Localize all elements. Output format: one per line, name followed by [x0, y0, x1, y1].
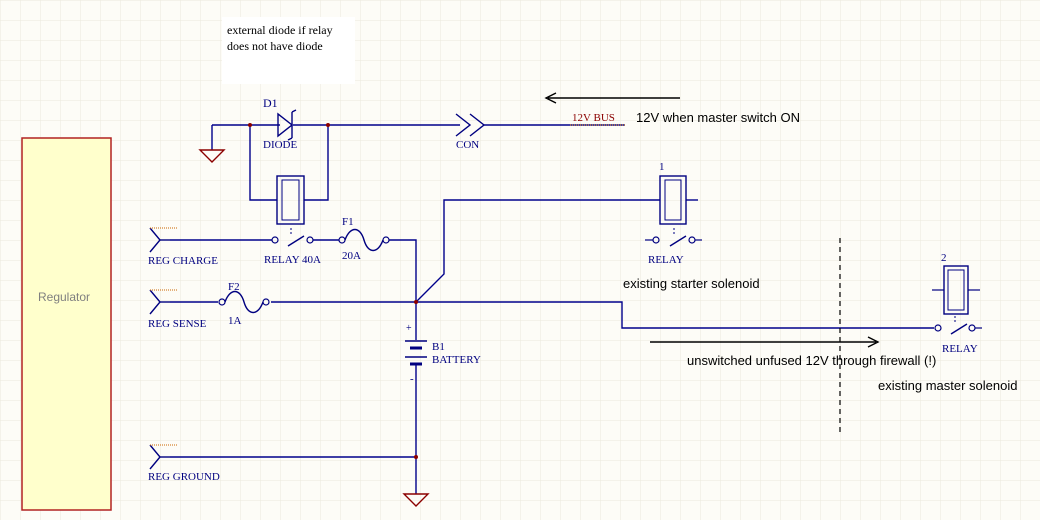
junction-2	[326, 123, 330, 127]
diode-note: external diode if relay does not have di…	[222, 17, 355, 84]
relay-40a: RELAY 40A	[264, 175, 321, 266]
relay2-ref: 2	[941, 252, 947, 264]
d1-ref: D1	[263, 96, 278, 110]
master-desc: existing master solenoid	[878, 378, 1017, 393]
junction-1	[248, 123, 252, 127]
reg-charge-label: REG CHARGE	[148, 255, 218, 267]
b1-ref: B1	[432, 341, 445, 353]
con-label: CON	[456, 139, 479, 151]
b1-plus: +	[406, 323, 412, 334]
relay-2: 2 RELAY	[932, 252, 982, 355]
battery-b1: + - B1 BATTERY	[405, 323, 481, 385]
bus-arrow	[544, 92, 680, 104]
unswitched-arrow	[650, 336, 880, 348]
reg-ground-label: REG GROUND	[148, 471, 220, 483]
diode-d1: D1 DIODE	[263, 96, 297, 151]
regulator-label: Regulator	[38, 290, 90, 304]
port-reg-ground: REG GROUND	[148, 444, 220, 483]
junctions	[248, 123, 418, 459]
f2-ref: F2	[228, 281, 240, 293]
f2-value: 1A	[228, 315, 242, 327]
wire-starter	[415, 199, 660, 303]
bus-port: 12V BUS	[570, 112, 625, 126]
port-reg-charge: REG CHARGE	[148, 227, 218, 267]
f1-value: 20A	[342, 250, 361, 262]
b1-name: BATTERY	[432, 354, 481, 366]
bus-label: 12V BUS	[572, 112, 615, 124]
port-reg-sense: REG SENSE	[148, 289, 207, 330]
wire-loop-left	[249, 125, 277, 201]
diode-note-line1: external diode if relay	[227, 23, 333, 37]
unswitched-desc: unswitched unfused 12V through firewall …	[687, 353, 936, 368]
wire-sense-master	[271, 301, 934, 329]
relay1-ref: 1	[659, 161, 665, 173]
reg-sense-label: REG SENSE	[148, 318, 207, 330]
ground-symbol-bottom	[402, 493, 430, 507]
relay40-name: RELAY 40A	[264, 254, 321, 266]
wire-loop-right	[304, 125, 329, 201]
bus-desc: 12V when master switch ON	[636, 110, 800, 125]
relay2-name: RELAY	[942, 343, 978, 355]
relay-1: 1 RELAY	[645, 161, 702, 266]
f1-ref: F1	[342, 216, 354, 228]
starter-desc: existing starter solenoid	[623, 276, 760, 291]
regulator-block: Regulator	[21, 137, 112, 511]
wire-f1-node	[389, 239, 417, 302]
d1-name: DIODE	[263, 139, 297, 151]
b1-minus: -	[410, 373, 414, 385]
junction-3	[414, 300, 418, 304]
fuse-f2: F2 1A	[218, 281, 270, 327]
relay1-name: RELAY	[648, 254, 684, 266]
wires	[170, 124, 934, 494]
ground-symbol-top	[198, 149, 226, 163]
junction-4	[414, 455, 418, 459]
fuse-f1: F1 20A	[338, 216, 390, 262]
connector-con: CON	[455, 113, 486, 151]
diode-note-line2: does not have diode	[227, 39, 323, 53]
